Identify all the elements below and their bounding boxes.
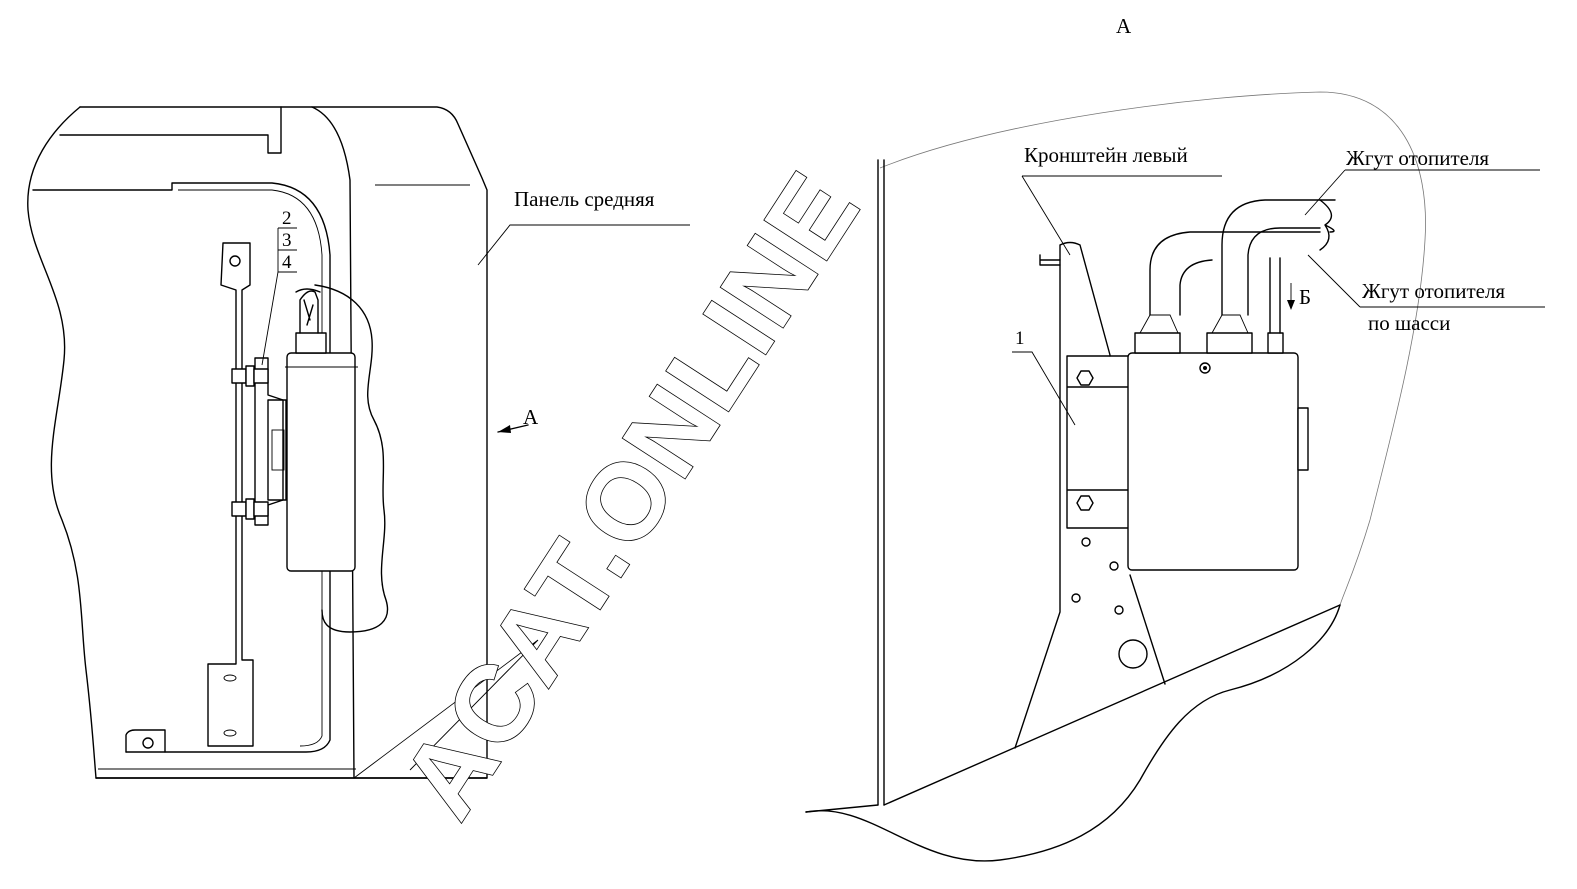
heater-unit: [1127, 352, 1299, 571]
wall: [877, 159, 885, 806]
callout-1-leader: [1012, 351, 1076, 426]
left-break-line: [27, 106, 97, 779]
hex-upper: [1076, 370, 1094, 386]
callout-3: 3: [282, 230, 292, 251]
connector-3: [1267, 332, 1284, 354]
inner-frame-2: [178, 189, 323, 747]
bracket-hole-4: [1114, 605, 1124, 615]
chassis-harness-leader: [1307, 254, 1545, 308]
harness-thin-cable: [1269, 257, 1281, 334]
rail-slot-2: [223, 729, 237, 737]
detail-outline: [879, 91, 1426, 606]
callout-1: 1: [1015, 328, 1025, 349]
panel-outline: [79, 106, 488, 779]
clamp-block: [271, 429, 285, 471]
callout-leader: [261, 227, 297, 366]
view-a-arrowhead: [498, 425, 511, 433]
connector-cable: [299, 290, 319, 334]
bracket-hole-3: [1071, 593, 1081, 603]
heater-body: [286, 352, 356, 572]
hex-lower: [1076, 495, 1094, 511]
bracket-left-shape: [1014, 241, 1166, 749]
view-a-arrow-label: А: [523, 405, 539, 429]
bolt-lower: [231, 498, 269, 520]
heater-side-knob: [1297, 407, 1309, 471]
bracket-left-label: Кронштейн левый: [1024, 143, 1188, 167]
view-a-title: А: [1116, 14, 1132, 38]
inner-divider: [311, 106, 355, 779]
bottom-bracket: [125, 729, 166, 753]
harness-tube-2: [1221, 199, 1336, 316]
base-foot: [805, 804, 879, 813]
bottom-bracket-hole: [142, 737, 154, 749]
panel-middle-label: Панель средняя: [514, 187, 655, 211]
bracket-hole-1: [1081, 537, 1091, 547]
harness-chassis-label-2: по шасси: [1368, 311, 1450, 335]
connector-cones: [1139, 314, 1249, 334]
heater-screw: [1199, 362, 1211, 374]
panel-label-leader: [477, 224, 690, 266]
inner-frame: [32, 182, 331, 753]
connector-1: [1134, 332, 1181, 354]
rail-top-hole: [229, 255, 241, 267]
arrow-b-label: Б: [1299, 285, 1311, 309]
right-view: А Б: [805, 14, 1545, 862]
bracket-hole-2: [1109, 561, 1119, 571]
top-notch: [59, 106, 282, 154]
base-diagonal: [883, 604, 1341, 806]
clamp-plate: [267, 399, 287, 501]
cable-break: [295, 288, 321, 293]
detail-break-line: [314, 284, 389, 633]
harness-chassis-label-1: Жгут отопителя: [1362, 279, 1505, 303]
callout-2: 2: [282, 208, 292, 229]
heater-screw-inner: [1203, 366, 1207, 370]
arrow-b-head: [1287, 300, 1295, 310]
watermark: ACAT.ONLINE: [378, 151, 883, 838]
heater-connector: [295, 332, 327, 354]
bottom-break: [805, 604, 1341, 862]
harness-label-leader: [1304, 169, 1540, 216]
bottom-diagonal: [353, 639, 539, 779]
bracket-plate: [1066, 355, 1131, 529]
callout-4: 4: [282, 252, 292, 273]
harness-heater-label: Жгут отопителя: [1346, 146, 1489, 170]
bracket-hole-big: [1118, 639, 1148, 669]
mounting-rail: [207, 242, 254, 747]
harness-ends: [1319, 199, 1335, 251]
bracket-label-leader: [1021, 175, 1222, 256]
rail-slot-1: [223, 674, 237, 682]
bolt-upper: [231, 365, 269, 387]
left-view: 2 3 4 Панель средняя А: [27, 106, 690, 779]
connector-2: [1206, 332, 1253, 354]
harness-tube-1: [1149, 231, 1321, 316]
bracket-pin: [1039, 254, 1061, 266]
